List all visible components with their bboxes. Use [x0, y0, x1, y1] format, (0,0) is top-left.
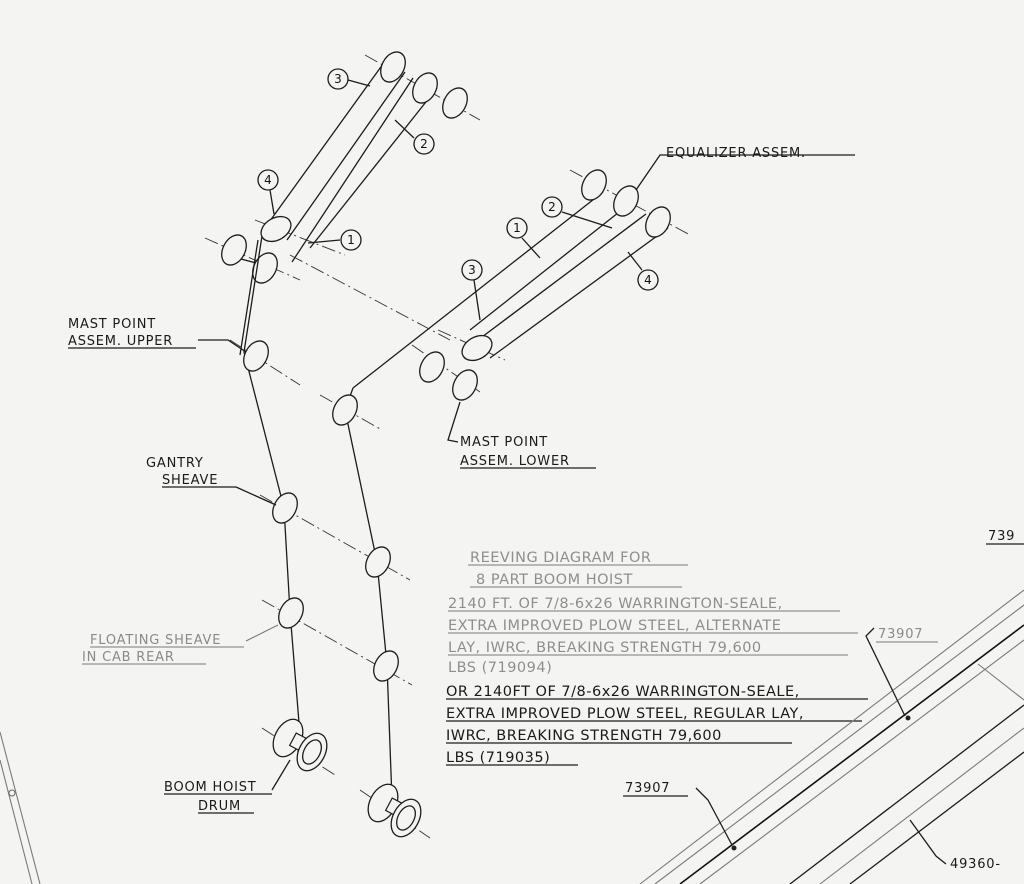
callout-lower-3: 3	[461, 259, 483, 321]
upper-sheave-2	[412, 72, 438, 104]
callout-upper-1: 1	[307, 229, 362, 251]
boom-hoist-drum-lower	[359, 783, 431, 839]
mast-upper-sheave	[243, 340, 269, 372]
svg-text:3: 3	[334, 72, 342, 86]
callout-upper-2: 2	[394, 119, 435, 155]
callout-upper-4: 4	[257, 169, 279, 215]
svg-text:MAST POINT: MAST POINT	[460, 435, 548, 450]
svg-text:1: 1	[513, 221, 521, 235]
upper-sheave-1	[380, 51, 406, 83]
svg-text:4: 4	[644, 273, 652, 287]
boom-lattice	[0, 589, 1024, 884]
svg-text:ASSEM. UPPER: ASSEM. UPPER	[68, 334, 173, 349]
svg-text:739: 739	[988, 529, 1015, 544]
gantry-sheave-1	[272, 492, 298, 524]
svg-text:GANTRY: GANTRY	[146, 456, 204, 471]
part-number-top-right: 739	[986, 529, 1024, 545]
svg-text:ASSEM. LOWER: ASSEM. LOWER	[460, 454, 570, 469]
note-reg-line-1: OR 2140FT OF 7/8-6x26 WARRINGTON-SEALE,	[446, 684, 800, 700]
svg-text:IN CAB REAR: IN CAB REAR	[82, 650, 175, 665]
label-boom-hoist-drum: BOOM HOIST DRUM	[164, 759, 291, 814]
lower-sheave-6	[452, 369, 478, 401]
note-alt-line-1: 2140 FT. OF 7/8-6x26 WARRINGTON-SEALE,	[448, 596, 783, 612]
upper-sheave-5	[221, 234, 247, 266]
svg-text:73907: 73907	[878, 627, 923, 642]
part-number-bottom: 73907	[623, 781, 733, 846]
lower-sheave-4	[461, 334, 493, 362]
label-floating-sheave: FLOATING SHEAVE IN CAB REAR	[82, 624, 279, 665]
svg-text:2: 2	[548, 200, 556, 214]
upper-sheave-6	[252, 252, 278, 284]
label-gantry-sheave: GANTRY SHEAVE	[146, 456, 277, 506]
note-reg-line-4: LBS (719035)	[446, 750, 550, 766]
note-reg-line-2: EXTRA IMPROVED PLOW STEEL, REGULAR LAY,	[446, 706, 804, 722]
mast-lower-sheave	[332, 394, 358, 426]
svg-text:MAST POINT: MAST POINT	[68, 317, 156, 332]
note-alt-line-3: LAY, IWRC, BREAKING STRENGTH 79,600	[448, 640, 762, 656]
callout-lower-4: 4	[627, 251, 659, 291]
callout-lower-1: 1	[506, 217, 541, 259]
svg-text:1: 1	[347, 233, 355, 247]
upper-sheave-4	[260, 215, 292, 243]
floating-sheave-1	[278, 597, 304, 629]
equalizer-sheave-3	[645, 206, 671, 238]
svg-text:3: 3	[468, 263, 476, 277]
svg-text:BOOM HOIST: BOOM HOIST	[164, 780, 257, 795]
svg-text:FLOATING SHEAVE: FLOATING SHEAVE	[90, 633, 221, 648]
svg-text:2: 2	[420, 137, 428, 151]
svg-text:EQUALIZER ASSEM.: EQUALIZER ASSEM.	[666, 146, 806, 161]
lower-sheave-5	[419, 351, 445, 383]
svg-text:49360-: 49360-	[950, 857, 1001, 872]
svg-text:73907: 73907	[625, 781, 670, 796]
label-equalizer-assembly: EQUALIZER ASSEM.	[635, 146, 855, 191]
note-reg-line-3: IWRC, BREAKING STRENGTH 79,600	[446, 728, 722, 744]
equalizer-sheave-2	[613, 185, 639, 217]
note-alt-line-4: LBS (719094)	[448, 660, 552, 676]
label-mast-point-lower: MAST POINT ASSEM. LOWER	[447, 401, 596, 469]
boom-hoist-drum-upper	[261, 718, 336, 776]
svg-text:DRUM: DRUM	[198, 799, 241, 814]
floating-sheave-2	[373, 650, 399, 682]
svg-text:SHEAVE: SHEAVE	[162, 473, 218, 488]
part-number-bottom-right: 49360-	[909, 819, 1001, 872]
upper-sheave-3	[442, 87, 468, 119]
callout-lower-2: 2	[541, 196, 613, 229]
part-number-right: 73907	[865, 627, 938, 717]
svg-text:4: 4	[264, 173, 272, 187]
note-alt-line-2: EXTRA IMPROVED PLOW STEEL, ALTERNATE	[448, 618, 781, 634]
callout-upper-3: 3	[327, 68, 371, 90]
equalizer-sheave-1	[581, 169, 607, 201]
label-mast-point-upper: MAST POINT ASSEM. UPPER	[68, 317, 247, 353]
upper-mast-point-assembly: 3 2 4 1	[204, 51, 481, 284]
reeving-note: REEVING DIAGRAM FOR 8 PART BOOM HOIST 21…	[446, 550, 868, 766]
note-title-2: 8 PART BOOM HOIST	[476, 572, 633, 588]
rope-runs	[229, 235, 413, 801]
note-title-1: REEVING DIAGRAM FOR	[470, 550, 651, 566]
gantry-sheave-2	[365, 546, 391, 578]
equalizer-assembly: 2 1 3 4	[352, 169, 691, 401]
